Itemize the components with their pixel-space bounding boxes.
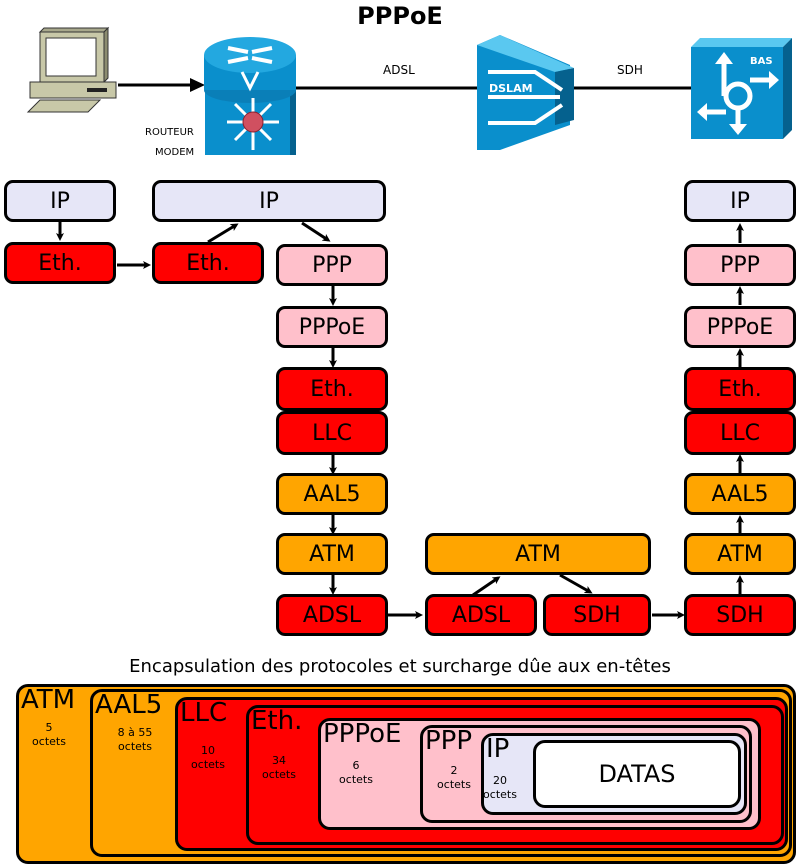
enc-layer-name: PPP (425, 726, 473, 756)
router-layer-adsl: ADSL (276, 594, 388, 636)
dslam-layer-atm: ATM (425, 533, 651, 575)
encapsulation-title: Encapsulation des protocoles et surcharg… (129, 656, 671, 677)
bas-layer-ip: IP (684, 180, 796, 222)
computer-icon (26, 26, 117, 113)
bas-layer-eth: Eth. (684, 367, 796, 411)
router-layer-llc: LLC (276, 411, 388, 455)
router-layer-eth-lan: Eth. (152, 242, 264, 284)
dslam-icon (477, 35, 574, 150)
dslam-layer-sdh: SDH (543, 594, 651, 636)
bas-layer-ppp: PPP (684, 244, 796, 286)
pc-layer-ip: IP (4, 180, 116, 222)
enc-payload-datas: DATAS (533, 740, 741, 808)
router-layer-ppp: PPP (276, 244, 388, 286)
pc-layer-eth: Eth. (4, 242, 116, 284)
network-topology: ROUTEUR MODEM ADSL DSLAM SDH BAS (26, 26, 792, 158)
router-label-line1: ROUTEUR (145, 127, 194, 138)
bas-layer-aal5: AAL5 (684, 473, 796, 515)
adsl-link-label: ADSL (383, 63, 415, 77)
dslam-label: DSLAM (489, 82, 533, 95)
enc-layer-name: Eth. (251, 706, 303, 736)
router-layer-aal5: AAL5 (276, 473, 388, 515)
enc-layer-name: AAL5 (95, 690, 163, 720)
router-layer-atm: ATM (276, 533, 388, 575)
bas-layer-pppoe: PPPoE (684, 306, 796, 348)
diagram-title: PPPoE (357, 2, 443, 30)
dslam-layer-adsl: ADSL (425, 594, 537, 636)
router-layer-ip: IP (152, 180, 386, 222)
enc-layer-name: PPPoE (323, 719, 402, 749)
router-layer-eth-wan: Eth. (276, 367, 388, 411)
enc-layer-name: LLC (180, 698, 228, 728)
enc-layer-name: IP (486, 734, 510, 764)
router-layer-pppoe: PPPoE (276, 306, 388, 348)
arrowhead (190, 78, 205, 92)
bas-layer-sdh: SDH (684, 594, 796, 636)
sdh-link-label: SDH (617, 63, 643, 77)
bas-layer-llc: LLC (684, 411, 796, 455)
bas-icon (691, 38, 792, 139)
router-label-line2: MODEM (155, 147, 194, 158)
enc-layer-name: ATM (21, 685, 76, 715)
bas-layer-atm: ATM (684, 533, 796, 575)
router-icon (204, 37, 296, 155)
stack-arrows (56, 221, 744, 619)
bas-label: BAS (750, 56, 773, 67)
